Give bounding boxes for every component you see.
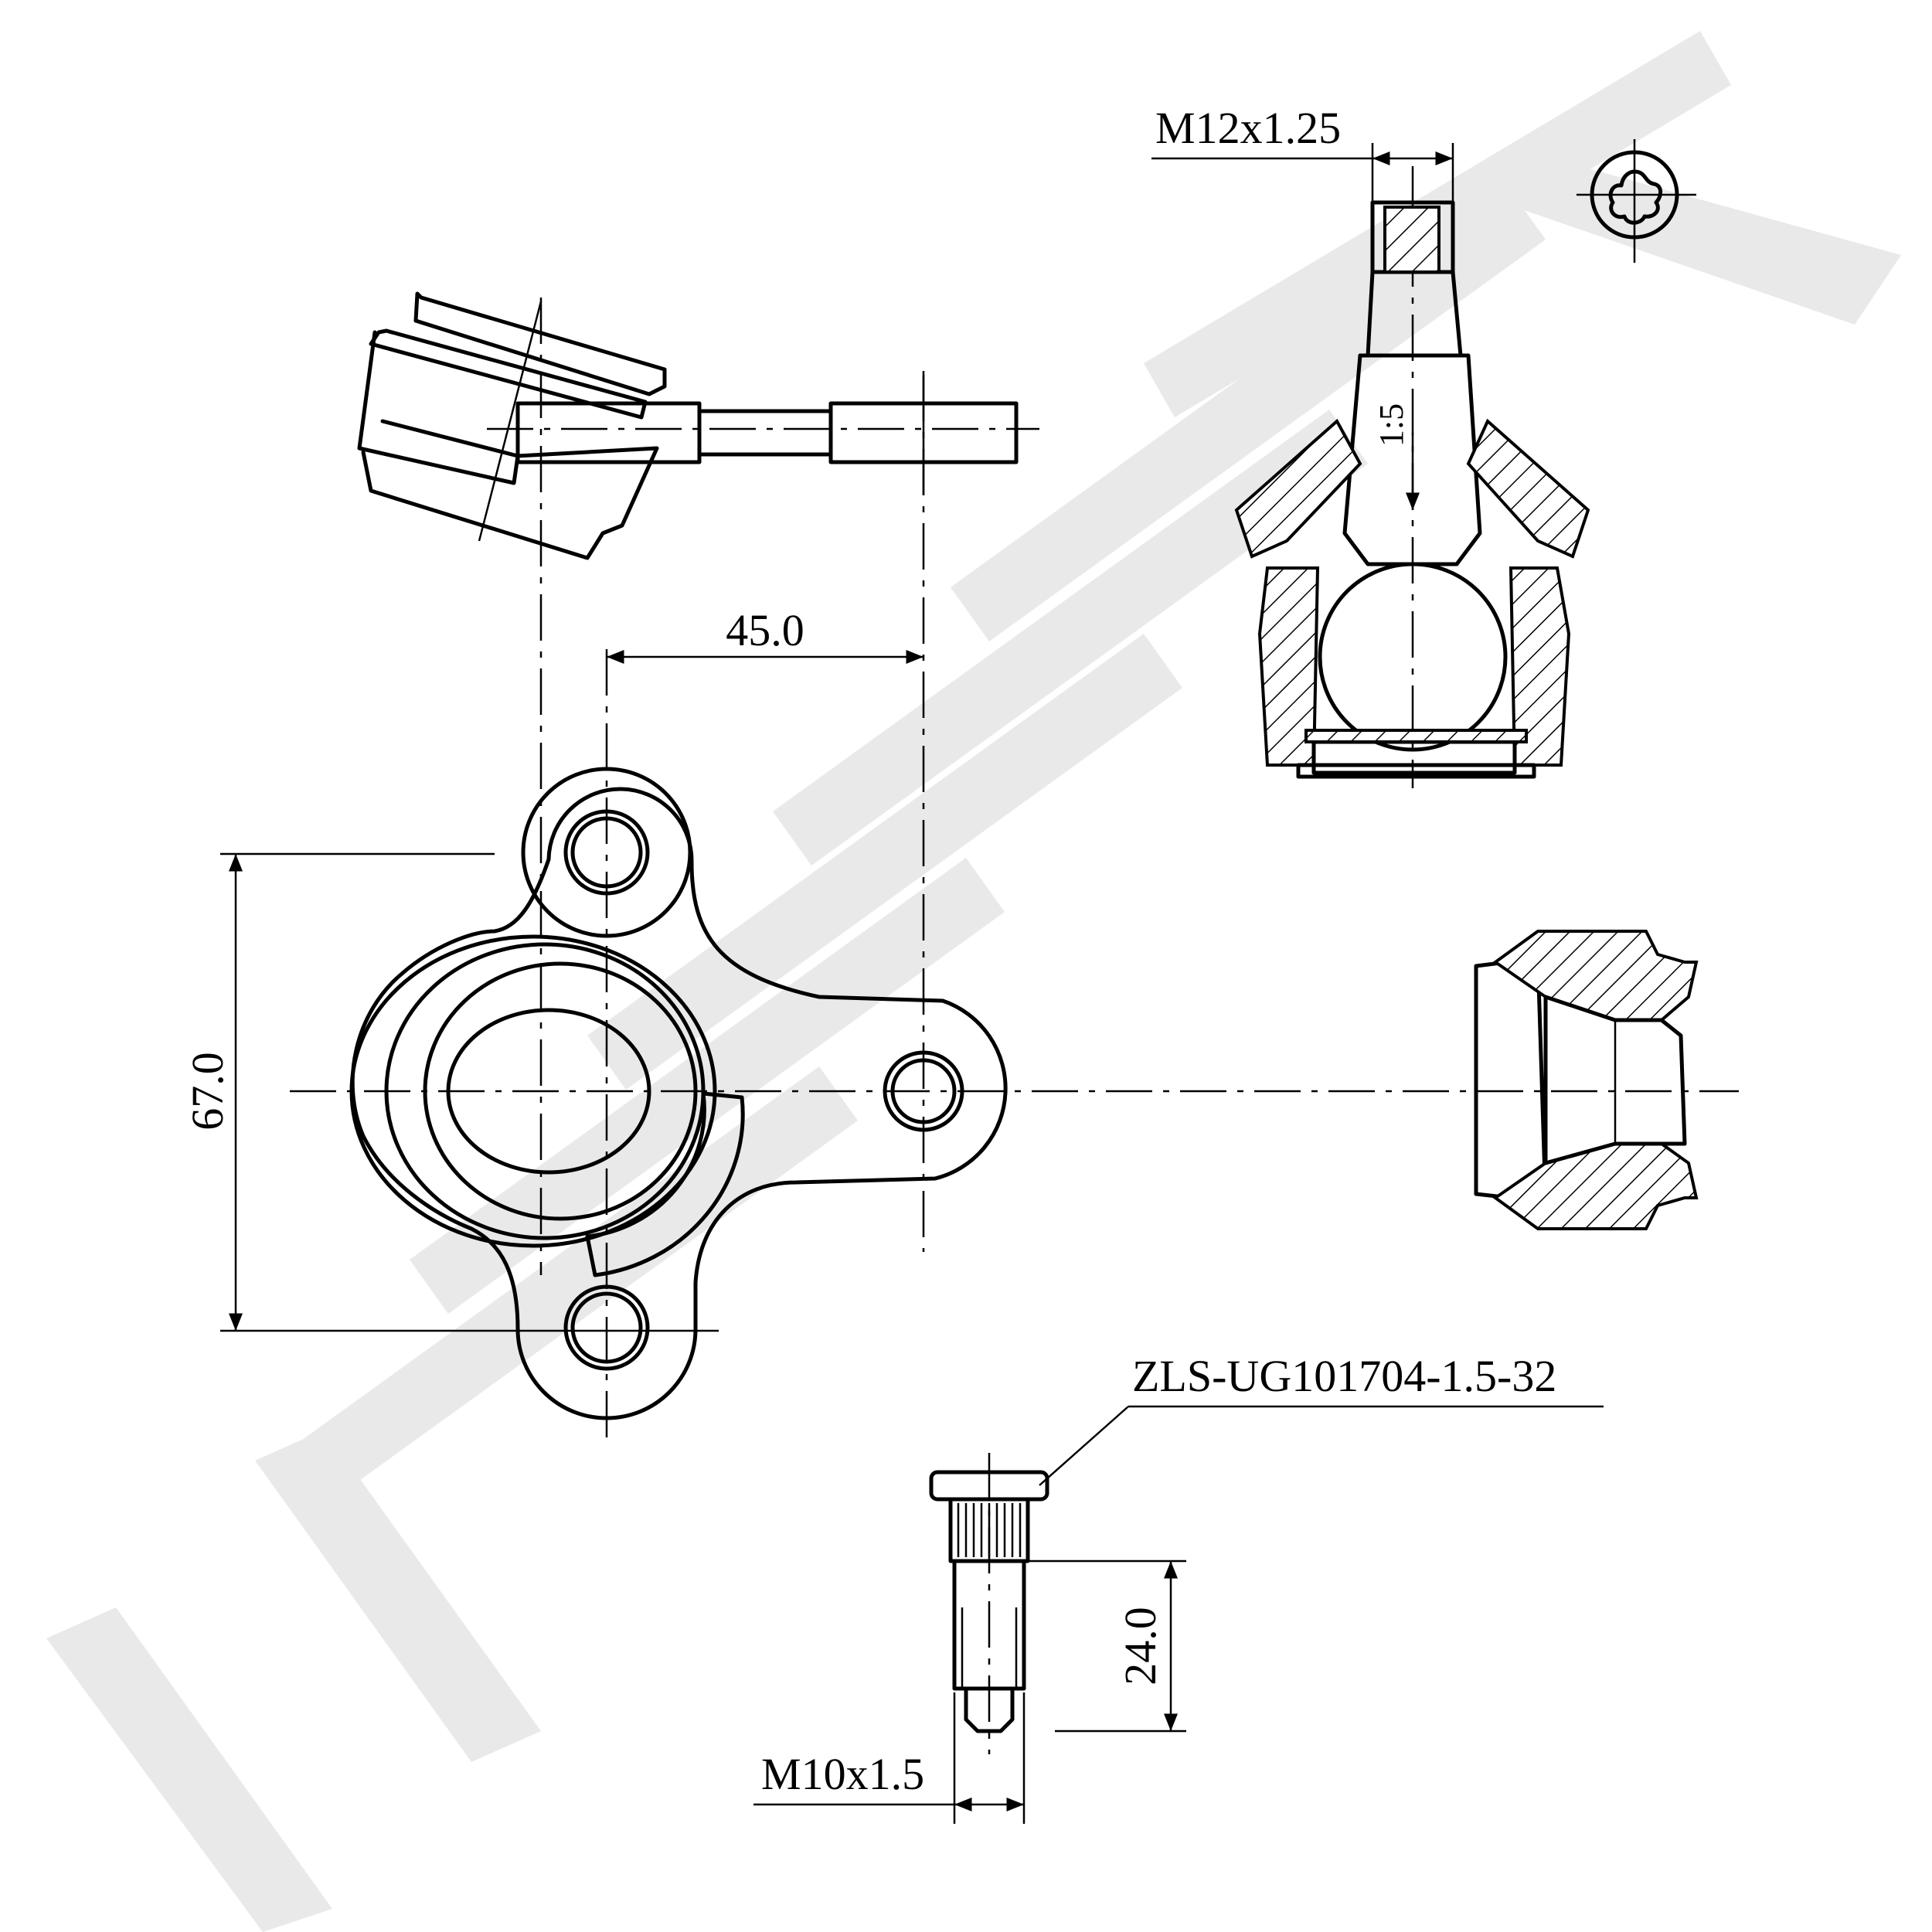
dim-thread-top: M12x1.25 <box>1155 103 1341 153</box>
brand-watermark <box>46 31 1901 1932</box>
side-view-top-left <box>357 291 1019 560</box>
dim-bolt-thread: M10x1.5 <box>761 1749 924 1799</box>
bushing-section-right <box>1474 930 1699 1230</box>
dim-45: 45.0 <box>726 605 804 655</box>
bolt-view <box>929 1453 1049 1754</box>
dimension-lines <box>220 143 1604 1824</box>
section-view-top-right <box>1234 200 1590 779</box>
dim-67: 67.0 <box>182 1052 233 1131</box>
part-number: ZLS-UG101704-1.5-32 <box>1132 1351 1556 1401</box>
top-view-main <box>349 767 1008 1420</box>
dim-taper: 1:5 <box>1372 403 1410 447</box>
torx-end-view <box>1577 139 1696 263</box>
dim-bolt-length: 24.0 <box>1115 1607 1165 1685</box>
